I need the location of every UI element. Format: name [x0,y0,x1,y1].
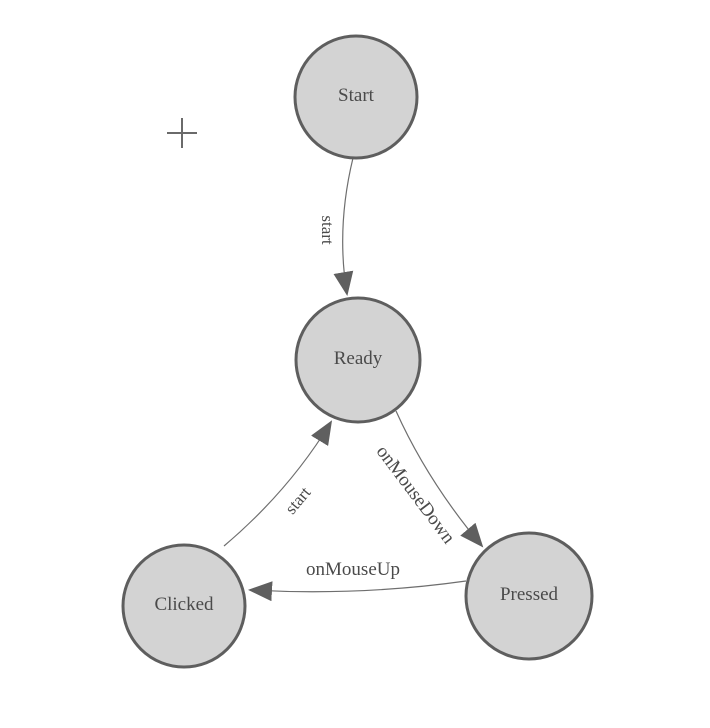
edge-label-ready-to-pressed: onMouseDown [372,442,460,549]
edge-label-pressed-to-clicked: onMouseUp [306,559,400,580]
edge-clicked-to-ready[interactable] [223,420,333,547]
state-node-label-pressed: Pressed [500,584,559,605]
edge-ready-to-pressed[interactable] [395,410,484,548]
edge-label-start-to-ready: start [318,215,337,245]
state-node-ready[interactable] [294,296,422,424]
edge-pressed-to-clicked[interactable] [248,580,467,602]
crosshair-layer [167,118,197,148]
edge-label-clicked-to-ready: start [281,483,315,518]
state-node-label-ready: Ready [334,348,383,369]
edge-start-to-ready[interactable] [333,157,354,296]
state-node-start[interactable] [293,34,419,160]
state-node-clicked[interactable] [121,543,247,669]
state-node-label-clicked: Clicked [154,594,214,615]
state-node-pressed[interactable] [464,531,594,661]
state-node-label-start: Start [338,85,375,106]
